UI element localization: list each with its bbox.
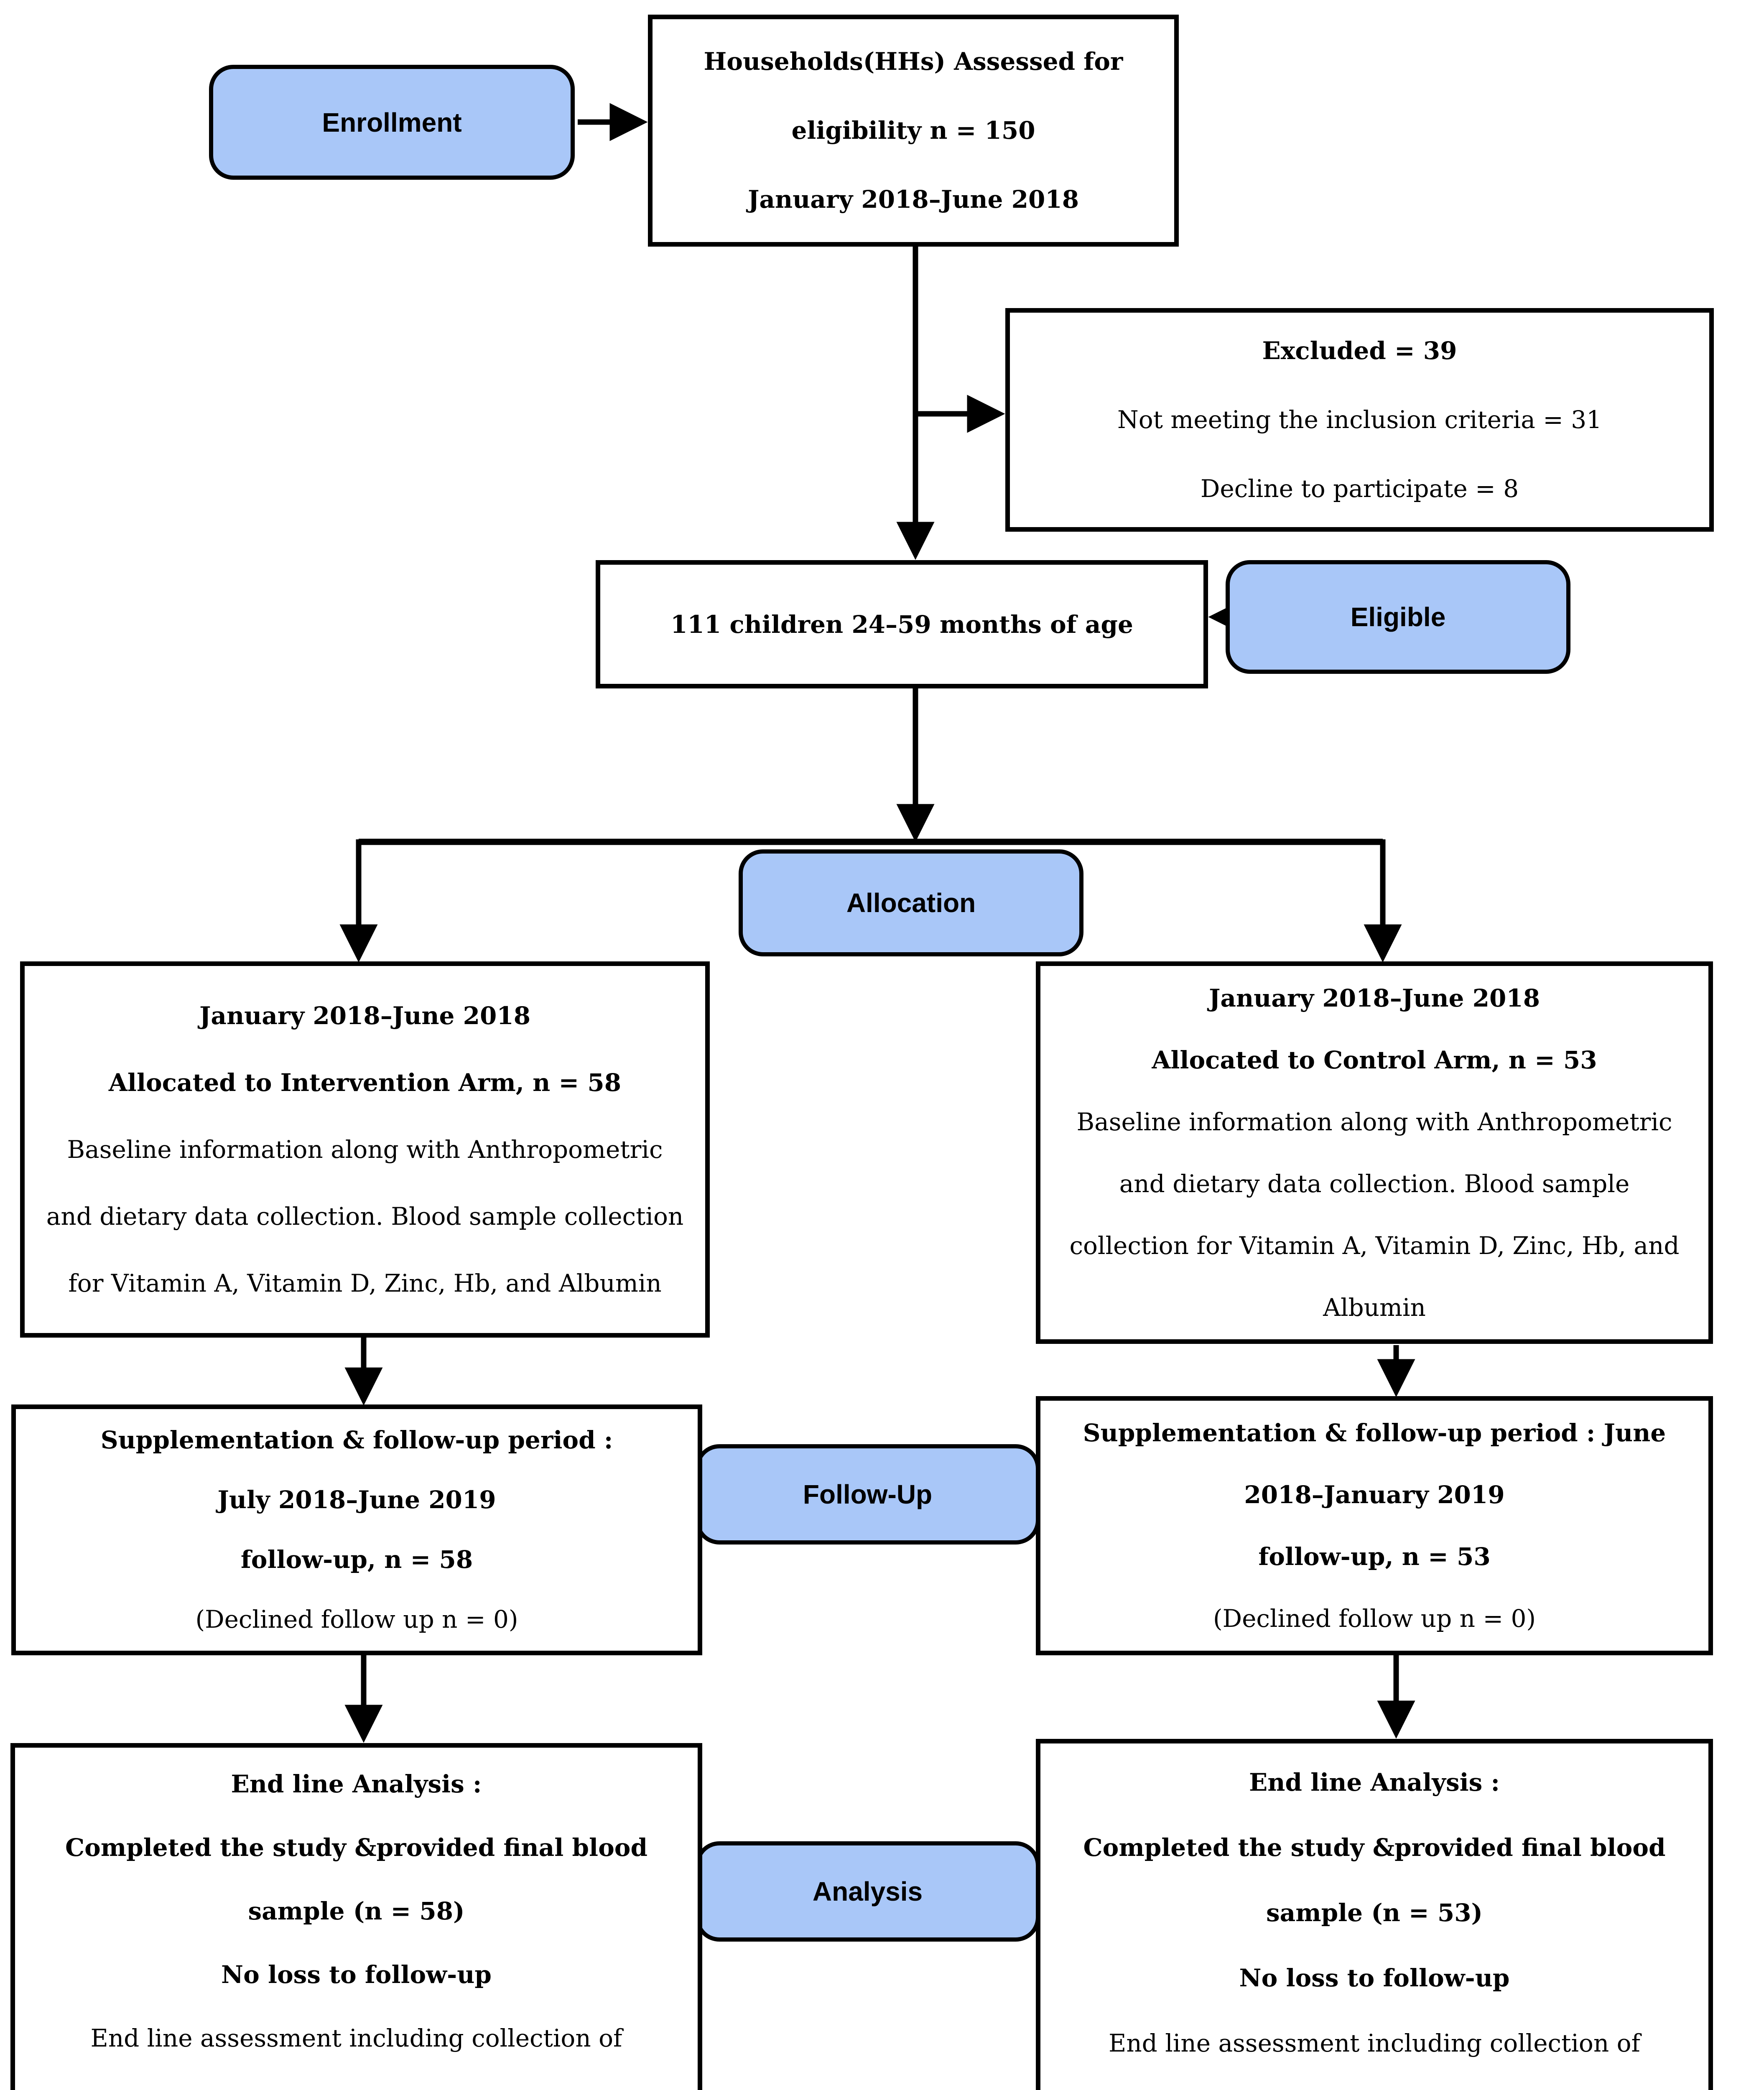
control-analysis-line: sample (n = 53) — [1266, 1899, 1483, 1927]
intervention-followup-line: Supplementation & follow-up period : — [100, 1426, 613, 1454]
control-analysis-line: End line assessment including collection… — [1108, 2029, 1640, 2057]
control-followup-line: 2018–January 2019 — [1244, 1481, 1505, 1509]
intervention-followup-line: July 2018–June 2019 — [217, 1486, 496, 1514]
intervention-line: for Vitamin A, Vitamin D, Zinc, Hb, and … — [68, 1269, 662, 1297]
control-followup-line: (Declined follow up n = 0) — [1213, 1604, 1536, 1633]
households-line: January 2018–June 2018 — [747, 185, 1079, 214]
households-box: Households(HHs) Assessed for eligibility… — [648, 15, 1179, 247]
intervention-line: Allocated to Intervention Arm, n = 58 — [108, 1068, 622, 1097]
control-line: January 2018–June 2018 — [1208, 984, 1540, 1012]
children-box: 111 children 24–59 months of age — [596, 560, 1208, 688]
intervention-line: Baseline information along with Anthropo… — [67, 1135, 663, 1164]
control-arm-box: January 2018–June 2018 Allocated to Cont… — [1036, 961, 1713, 1344]
enrollment-label-text: Enrollment — [322, 107, 462, 138]
intervention-analysis-line: Anthropometric,comorbidity data and diet… — [42, 2070, 671, 2090]
control-analysis-line: No loss to follow-up — [1239, 1964, 1510, 1992]
intervention-analysis-line: End line Analysis : — [231, 1770, 482, 1798]
control-followup-line: Supplementation & follow-up period : Jun… — [1083, 1419, 1666, 1447]
excluded-line: Not meeting the inclusion criteria = 31 — [1117, 405, 1602, 434]
intervention-line: January 2018–June 2018 — [199, 1002, 531, 1030]
control-followup-box: Supplementation & follow-up period : Jun… — [1036, 1396, 1713, 1655]
intervention-followup-box: Supplementation & follow-up period : Jul… — [11, 1404, 702, 1655]
excluded-line: Excluded = 39 — [1262, 336, 1457, 365]
excluded-line: Decline to participate = 8 — [1200, 474, 1519, 503]
intervention-arm-box: January 2018–June 2018 Allocated to Inte… — [20, 961, 710, 1338]
intervention-analysis-line: sample (n = 58) — [248, 1897, 465, 1925]
followup-label: Follow-Up — [695, 1444, 1040, 1545]
analysis-label-text: Analysis — [812, 1876, 923, 1906]
households-line: Households(HHs) Assessed for — [704, 47, 1123, 76]
control-line: Allocated to Control Arm, n = 53 — [1152, 1045, 1597, 1074]
control-followup-line: follow-up, n = 53 — [1258, 1542, 1491, 1571]
eligible-label-text: Eligible — [1350, 602, 1446, 632]
followup-label-text: Follow-Up — [803, 1479, 933, 1509]
intervention-followup-line: follow-up, n = 58 — [240, 1545, 473, 1574]
intervention-analysis-line: End line assessment including collection… — [90, 2024, 622, 2052]
children-line: 111 children 24–59 months of age — [670, 610, 1133, 639]
control-analysis-box: End line Analysis : Completed the study … — [1036, 1739, 1713, 2090]
enrollment-label: Enrollment — [209, 65, 575, 180]
intervention-analysis-line: No loss to follow-up — [221, 1960, 492, 1989]
allocation-label: Allocation — [739, 849, 1083, 956]
intervention-line: and dietary data collection. Blood sampl… — [46, 1202, 684, 1231]
excluded-box: Excluded = 39 Not meeting the inclusion … — [1005, 308, 1714, 532]
intervention-analysis-box: End line Analysis : Completed the study … — [10, 1743, 702, 2090]
allocation-label-text: Allocation — [846, 888, 976, 918]
control-analysis-line: Anthropometric,comorbidity data, and die… — [1091, 2076, 1658, 2090]
intervention-analysis-line: Completed the study &provided final bloo… — [65, 1833, 648, 1862]
households-line: eligibility n = 150 — [791, 116, 1035, 145]
control-analysis-line: Completed the study &provided final bloo… — [1083, 1833, 1666, 1862]
control-line: collection for Vitamin A, Vitamin D, Zin… — [1069, 1231, 1680, 1260]
control-line: Albumin — [1323, 1293, 1426, 1322]
control-line: Baseline information along with Anthropo… — [1076, 1107, 1672, 1136]
eligible-label: Eligible — [1226, 560, 1570, 674]
intervention-followup-line: (Declined follow up n = 0) — [195, 1605, 518, 1634]
analysis-label: Analysis — [695, 1841, 1040, 1942]
control-line: and dietary data collection. Blood sampl… — [1119, 1169, 1630, 1198]
control-analysis-line: End line Analysis : — [1249, 1768, 1500, 1797]
